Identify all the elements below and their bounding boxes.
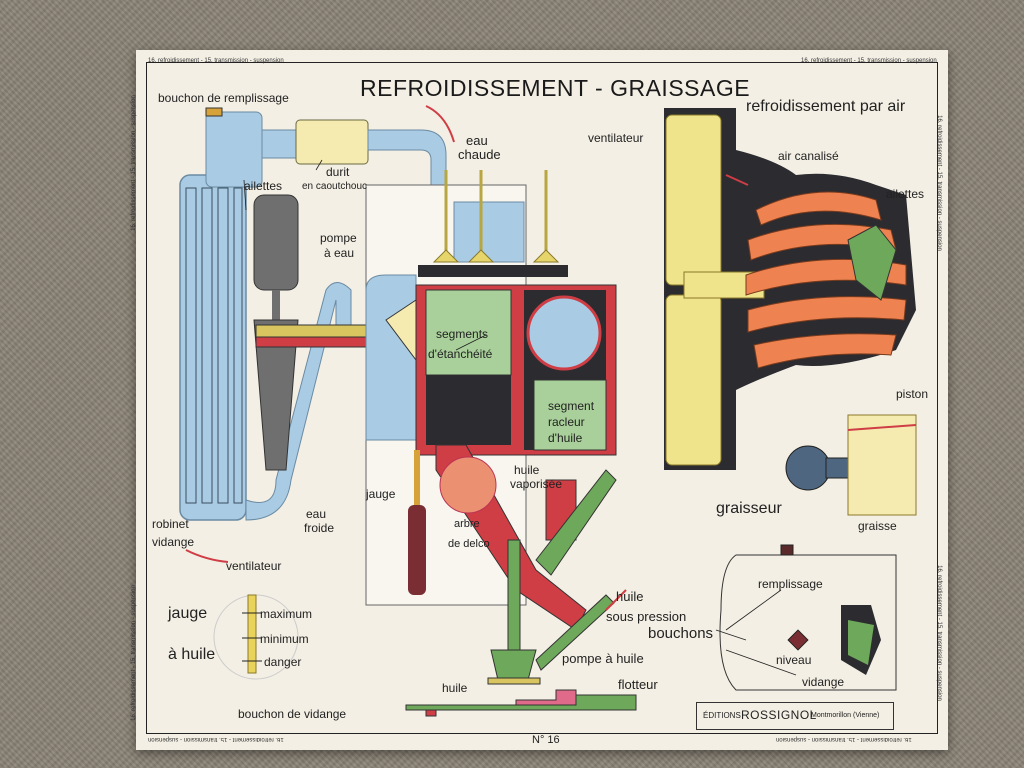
oil-gauge-inset xyxy=(213,594,299,680)
label-pompe-eau-2: à eau xyxy=(324,246,355,260)
edge-note-top-left: 16. refroidissement - 15. transmission -… xyxy=(148,58,284,64)
label-pompe-huile: pompe à huile xyxy=(562,651,644,666)
label-eau-froide-1: eau xyxy=(306,507,327,521)
label-eau-chaude-1: eau xyxy=(466,133,488,148)
label-huile-bottom: huile xyxy=(442,681,468,695)
label-bouchon-remplissage: bouchon de remplissage xyxy=(158,91,289,105)
label-arbre-2: de delco xyxy=(448,538,490,550)
label-maximum: maximum xyxy=(260,607,313,621)
label-durit-2: en caoutchouc xyxy=(302,181,368,192)
label-remplissage: remplissage xyxy=(758,577,823,591)
label-segment-racleur-1: segment xyxy=(548,399,595,413)
label-eau-froide-2: froide xyxy=(304,521,335,535)
label-ailettes-left: ailettes xyxy=(244,179,283,193)
engine-block xyxy=(365,170,617,631)
poster-number: N° 16 xyxy=(532,734,560,746)
diagram-drawing xyxy=(179,105,917,717)
plugs-tank xyxy=(719,544,897,691)
label-graisseur: graisseur xyxy=(716,500,782,517)
label-huile-pression-1: huile xyxy=(616,589,644,604)
label-arbre-1: arbre xyxy=(454,518,480,530)
label-jauge-huile-1: jauge xyxy=(168,605,208,622)
label-pompe-eau-1: pompe xyxy=(320,231,357,245)
label-ventilateur-right: ventilateur xyxy=(588,131,644,145)
label-niveau: niveau xyxy=(776,653,812,667)
grease-nipple xyxy=(785,414,917,516)
label-refroidissement-air: refroidissement par air xyxy=(746,98,906,115)
label-huile-vaporisee-1: huile xyxy=(514,463,540,477)
label-durit-1: durit xyxy=(326,165,350,179)
label-jauge-huile-2: à huile xyxy=(168,646,216,663)
leader-lines xyxy=(243,159,797,676)
label-jauge: jauge xyxy=(366,487,396,501)
publisher-place: Montmorillon (Vienne) xyxy=(811,712,880,719)
oil-pump xyxy=(405,539,637,717)
publisher-box: ÉDITIONS ROSSIGNOL Montmorillon (Vienne) xyxy=(696,702,894,730)
label-air-canalise: air canalisé xyxy=(778,149,839,163)
label-robinet-1: robinet xyxy=(152,517,189,531)
label-huile-pression-2: sous pression xyxy=(606,609,687,624)
label-segments-1: segments xyxy=(436,327,489,341)
label-vidange: vidange xyxy=(802,675,845,689)
label-bouchon-vidange: bouchon de vidange xyxy=(238,707,347,721)
filler-cap-icon xyxy=(205,107,223,117)
label-ailettes-right: ailettes xyxy=(886,187,925,201)
label-huile-vaporisee-2: vaporisée xyxy=(510,477,563,491)
publisher-name: ROSSIGNOL xyxy=(741,708,817,722)
label-segment-racleur-2: racleur xyxy=(548,415,585,429)
poster-frame xyxy=(146,62,938,734)
flow-arrows xyxy=(185,105,749,611)
poster-title: REFROIDISSEMENT - GRAISSAGE xyxy=(360,75,751,101)
poster: 16. refroidissement - 15. transmission -… xyxy=(131,50,948,750)
label-bouchons: bouchons xyxy=(648,625,714,642)
publisher-prefix: ÉDITIONS xyxy=(703,711,741,720)
air-cooling xyxy=(664,108,916,470)
label-danger: danger xyxy=(264,655,302,669)
edge-note-top-right: 16. refroidissement - 15. transmission -… xyxy=(801,58,937,64)
label-robinet-2: vidange xyxy=(152,535,195,549)
label-minimum: minimum xyxy=(260,632,309,646)
label-ventilateur-left: ventilateur xyxy=(226,559,282,573)
label-eau-chaude-2: chaude xyxy=(458,147,501,162)
durit-hose xyxy=(295,119,369,165)
label-graisse: graisse xyxy=(858,519,897,533)
label-piston: piston xyxy=(896,387,929,401)
label-segment-racleur-3: d'huile xyxy=(548,431,583,445)
label-segments-2: d'étanchéité xyxy=(428,347,493,361)
label-flotteur: flotteur xyxy=(618,677,658,692)
